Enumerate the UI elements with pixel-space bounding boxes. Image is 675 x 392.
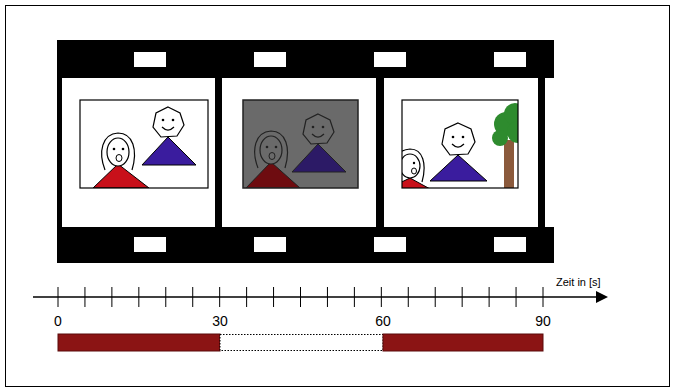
- hidden-segment: [220, 335, 383, 351]
- mouth: [312, 134, 324, 137]
- axis-ticks: [58, 287, 543, 307]
- axis-title: Zeit in [s]: [556, 277, 636, 288]
- boy-head: [303, 114, 334, 144]
- tick-label: 0: [38, 314, 78, 328]
- film-strip: [57, 40, 554, 263]
- eye: [413, 162, 415, 164]
- picture-border: [80, 100, 208, 188]
- tick-label: 60: [363, 314, 403, 328]
- mouth: [269, 153, 275, 160]
- axis-tick: [58, 287, 59, 307]
- girl-hair: [402, 149, 424, 182]
- boy-head: [153, 107, 184, 137]
- girl-hair: [255, 131, 288, 168]
- axis-tick: [219, 287, 220, 307]
- time-axis: [33, 296, 600, 297]
- mouth: [412, 168, 417, 174]
- girl-body: [93, 164, 149, 188]
- axis-tick: [462, 287, 463, 307]
- axis-tick: [246, 287, 247, 307]
- eye: [322, 126, 325, 129]
- axis-arrowhead: [596, 291, 608, 303]
- sprocket-hole: [134, 237, 166, 252]
- girl-hair: [102, 133, 135, 170]
- boy-figure: [430, 123, 487, 181]
- eye: [113, 148, 116, 151]
- axis-tick: [543, 287, 544, 307]
- scene-picture-dimmed: [243, 100, 358, 188]
- sprocket-hole: [494, 237, 526, 252]
- girl-figure: [93, 133, 149, 188]
- visible-segment: [58, 334, 220, 351]
- film-frame: [545, 78, 554, 227]
- boy-head: [442, 123, 475, 155]
- boy-figure: [142, 107, 196, 165]
- sprocket-hole: [254, 52, 286, 67]
- picture-border: [243, 100, 358, 188]
- mouth: [116, 155, 122, 162]
- mouth: [452, 144, 464, 147]
- tree: [492, 103, 518, 188]
- axis-tick: [165, 287, 166, 307]
- scene-picture: [80, 100, 208, 188]
- eye: [266, 146, 269, 149]
- film-frame: [222, 78, 376, 227]
- eye: [162, 119, 165, 122]
- tree-crown: [507, 121, 518, 143]
- axis-tick: [300, 287, 301, 307]
- axis-tick: [192, 287, 193, 307]
- sprocket-hole: [134, 52, 166, 67]
- girl-figure: [246, 131, 300, 188]
- eye: [172, 119, 175, 122]
- girl-body: [402, 178, 432, 188]
- eye: [312, 126, 315, 129]
- picture-border: [243, 100, 358, 188]
- axis-tick: [408, 287, 409, 307]
- axis-tick: [111, 287, 112, 307]
- boy-body: [142, 137, 196, 165]
- boy-body: [430, 155, 487, 181]
- outer-border: [6, 6, 670, 387]
- axis-tick: [381, 287, 382, 307]
- sprocket-hole: [374, 237, 406, 252]
- sprocket-hole: [254, 237, 286, 252]
- axis-tick: [327, 287, 328, 307]
- girl-head: [107, 138, 129, 166]
- axis-tick: [138, 287, 139, 307]
- eye: [122, 148, 125, 151]
- film-frame: [384, 78, 538, 227]
- scene-picture: [385, 100, 529, 190]
- film-frame: [62, 78, 215, 227]
- sprocket-hole: [494, 52, 526, 67]
- visible-segment: [383, 334, 543, 351]
- girl-figure: [402, 149, 432, 188]
- axis-tick: [435, 287, 436, 307]
- tree-crown: [492, 130, 508, 146]
- axis-tick: [84, 287, 85, 307]
- axis-tick: [273, 287, 274, 307]
- boy-body: [292, 144, 346, 172]
- tree-trunk: [504, 140, 514, 188]
- tick-label: 30: [200, 314, 240, 328]
- picture-border: [80, 100, 208, 188]
- mouth: [162, 127, 174, 130]
- axis-tick: [516, 287, 517, 307]
- girl-head: [402, 154, 420, 178]
- film-frames: [62, 78, 554, 227]
- eye: [452, 136, 455, 139]
- axis-tick: [489, 287, 490, 307]
- eye: [275, 146, 278, 149]
- eye: [462, 136, 465, 139]
- picture-border: [402, 100, 518, 188]
- sprocket-hole: [374, 52, 406, 67]
- axis-tick: [354, 287, 355, 307]
- picture-border: [402, 100, 518, 188]
- girl-body: [246, 162, 300, 188]
- boy-figure: [292, 114, 346, 172]
- tick-label: 90: [523, 314, 563, 328]
- girl-head: [260, 136, 282, 164]
